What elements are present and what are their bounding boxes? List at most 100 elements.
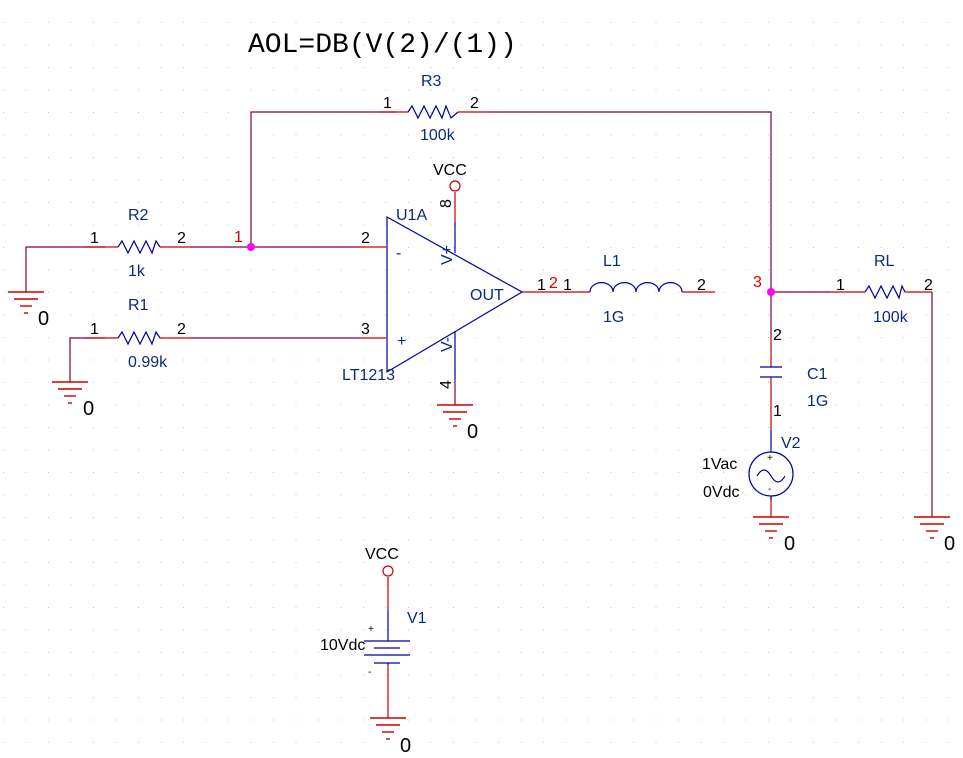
junction-node3[interactable] [767, 288, 775, 296]
grid-dot [610, 697, 612, 698]
grid-dot [250, 674, 252, 676]
ground-symbol[interactable]: 0 [370, 717, 411, 757]
r2-value[interactable]: 1k [128, 263, 146, 280]
opamp-u1a[interactable]: U1A LT1213 OUT - + V+ V- 2 3 1 8 4 [342, 199, 546, 389]
ground-label: 0 [400, 735, 411, 757]
grid-dot [3, 382, 4, 383]
grid-dot [430, 269, 432, 271]
grid-dot [678, 607, 679, 608]
grid-dot [363, 202, 364, 203]
grid-dot [273, 292, 274, 293]
grid-dot [295, 224, 297, 226]
wire-r1-ground[interactable] [69, 337, 105, 382]
grid-dot [835, 89, 837, 91]
v2-ac-value[interactable]: 1Vac [702, 456, 737, 473]
grid-dot [948, 337, 949, 338]
grid-dot [633, 202, 634, 203]
grid-dot [48, 607, 49, 608]
grid-dot [228, 494, 229, 496]
ground-symbol[interactable]: 0 [8, 291, 49, 330]
grid-dot [588, 44, 589, 46]
grid-dot [925, 337, 927, 338]
ground-symbol[interactable]: 0 [914, 516, 955, 555]
grid-dot [205, 292, 207, 293]
wire-feedback-left[interactable] [250, 111, 396, 247]
r3-value[interactable]: 100k [420, 127, 456, 144]
resistor-r2[interactable]: R2 1k 1 2 [90, 207, 186, 280]
c1-value[interactable]: 1G [807, 393, 828, 410]
grid-dot [3, 449, 4, 451]
grid-dot [835, 719, 837, 721]
vcc-port-opamp[interactable]: VCC [433, 162, 467, 192]
grid-dot [543, 337, 544, 338]
resistor-rl[interactable]: RL 100k 1 2 [836, 253, 933, 326]
grid-dot [858, 224, 859, 226]
grid-dot [25, 449, 27, 451]
grid-dot [813, 584, 814, 586]
grid-dot [93, 179, 94, 181]
grid-dot [723, 359, 724, 361]
ac-source-v2[interactable]: + - V2 1Vac 0Vdc [702, 430, 801, 501]
grid-dot [835, 674, 837, 676]
grid-dot [408, 112, 409, 113]
grid-dot [48, 179, 49, 181]
grid-dot [925, 697, 927, 698]
grid-dot [610, 44, 612, 46]
grid-dot [183, 179, 184, 181]
ground-symbol[interactable]: 0 [52, 381, 94, 420]
grid-dot [633, 674, 634, 676]
grid-dot [655, 449, 657, 451]
r1-value[interactable]: 0.99k [128, 354, 168, 371]
grid-dot [93, 539, 94, 541]
grid-dot [93, 269, 94, 271]
resistor-r1[interactable]: R1 0.99k 1 2 [90, 297, 186, 371]
grid-dot [250, 472, 252, 473]
grid-dot [115, 22, 117, 23]
grid-dot [160, 697, 162, 698]
grid-dot [205, 202, 207, 203]
l1-value[interactable]: 1G [603, 309, 624, 326]
grid-dot [655, 494, 657, 496]
grid-dot [48, 202, 49, 203]
u1a-model[interactable]: LT1213 [342, 367, 395, 384]
capacitor-c1[interactable]: C1 1G 2 1 [760, 327, 828, 420]
grid-dot [768, 157, 769, 158]
grid-dot [588, 134, 589, 136]
grid-dot [543, 359, 544, 361]
grid-dot [160, 674, 162, 676]
grid-dot [430, 494, 432, 496]
grid-dot [205, 539, 207, 541]
grid-dot [93, 44, 94, 46]
wire-feedback-right[interactable] [488, 111, 772, 292]
grid-dot [48, 629, 49, 631]
grid-dot [48, 449, 49, 451]
grid-dot [250, 607, 252, 608]
grid-dot [903, 67, 904, 68]
ground-symbol[interactable]: 0 [753, 516, 795, 555]
grid-dot [723, 607, 724, 608]
v2-dc-value[interactable]: 0Vdc [703, 484, 739, 501]
vcc-port-v1[interactable]: VCC [365, 546, 399, 577]
v1-value[interactable]: 10Vdc [320, 637, 365, 654]
grid-dot [115, 719, 117, 721]
grid-dot [250, 517, 252, 518]
grid-dot [115, 584, 117, 586]
grid-dot [790, 494, 792, 496]
grid-dot [3, 89, 4, 91]
grid-dot [228, 44, 229, 46]
grid-dot [745, 697, 747, 698]
grid-dot [925, 742, 927, 743]
grid-dot [138, 224, 139, 226]
ground-symbol[interactable]: 0 [437, 404, 478, 443]
wire-r2-ground[interactable] [25, 246, 105, 292]
resistor-r3[interactable]: R3 100k 1 2 [383, 73, 479, 144]
grid-dot [138, 697, 139, 698]
grid-dot [633, 494, 634, 496]
grid-dot [408, 134, 409, 136]
junction-node1[interactable] [247, 243, 255, 251]
dc-source-v1[interactable]: + - V1 10Vdc [320, 610, 427, 678]
grid-dot [745, 337, 747, 338]
inductor-l1[interactable]: L1 1G 1 2 [563, 253, 706, 326]
rl-value[interactable]: 100k [873, 309, 909, 326]
